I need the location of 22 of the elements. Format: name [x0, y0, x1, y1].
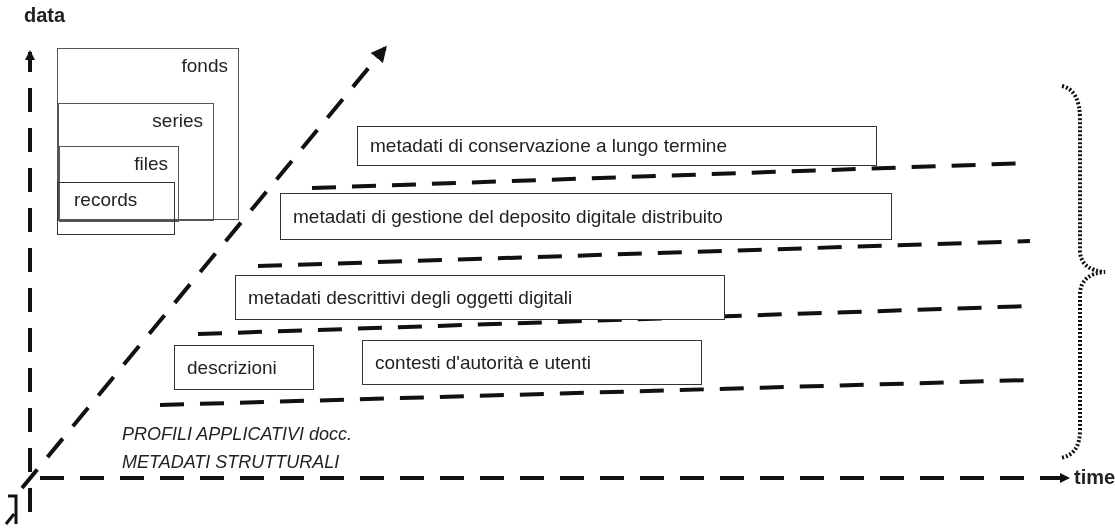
- metadata-box: [235, 275, 725, 320]
- axis-label: data: [24, 4, 66, 27]
- hierarchy-box: [58, 103, 214, 221]
- hierarchy-box: [57, 182, 175, 235]
- metadata-box: [280, 193, 892, 240]
- box-label: contesti d'autorità e utenti: [375, 352, 591, 374]
- box-label: metadati di conservazione a lungo termine: [370, 135, 727, 157]
- hierarchy-box: [59, 146, 179, 222]
- metadata-box: [362, 340, 702, 385]
- box-label: descrizioni: [187, 357, 277, 379]
- box-label: series: [152, 110, 203, 132]
- box-label: metadati di gestione del deposito digitale distribuito: [293, 206, 723, 228]
- hierarchy-box: [57, 48, 239, 220]
- box-label: files: [134, 153, 168, 175]
- note-text: METADATI STRUTTURALI: [122, 452, 340, 473]
- box-label: fonds: [181, 55, 228, 77]
- note-text: PROFILI APPLICATIVI docc.: [122, 424, 353, 445]
- metadata-box: [174, 345, 314, 390]
- metadata-box: [357, 126, 877, 166]
- box-label: metadati descrittivi degli oggetti digitali: [248, 287, 573, 309]
- box-label: records: [74, 189, 138, 211]
- axis-label: time: [1074, 466, 1115, 489]
